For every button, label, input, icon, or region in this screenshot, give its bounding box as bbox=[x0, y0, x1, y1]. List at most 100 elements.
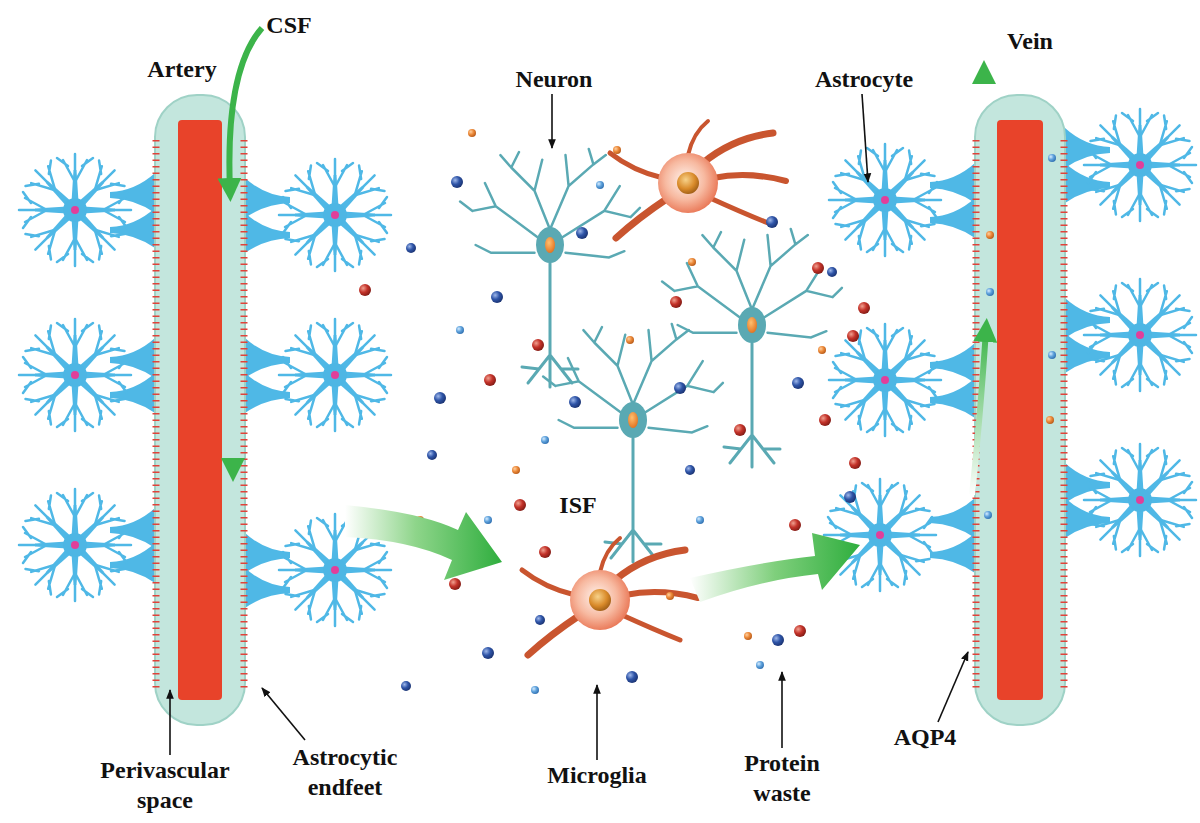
part-label: AQP4 bbox=[880, 722, 970, 752]
waste-particle bbox=[427, 450, 437, 460]
leader-lines bbox=[170, 94, 968, 760]
waste-particle bbox=[666, 592, 674, 600]
astrocyte bbox=[279, 319, 391, 431]
endfoot bbox=[110, 508, 155, 548]
astrocyte bbox=[1084, 109, 1196, 221]
astrocytic-endfeet bbox=[110, 128, 1110, 608]
waste-particle bbox=[744, 632, 752, 640]
waste-particle bbox=[539, 546, 551, 558]
leader-line bbox=[169, 690, 171, 755]
waste-particle bbox=[532, 339, 544, 351]
astrocyte bbox=[829, 144, 941, 256]
vein-vessel bbox=[997, 120, 1043, 700]
csf-inflow-arrow bbox=[229, 28, 262, 190]
waste-particle bbox=[434, 392, 446, 404]
waste-particle bbox=[406, 243, 416, 253]
waste-particle bbox=[670, 296, 682, 308]
waste-particle bbox=[512, 466, 520, 474]
waste-particle bbox=[819, 414, 831, 426]
waste-particle bbox=[1046, 416, 1054, 424]
waste-particle bbox=[535, 615, 545, 625]
waste-particle bbox=[696, 516, 704, 524]
venous-outflow-arrow bbox=[981, 72, 987, 300]
waste-particle bbox=[792, 377, 804, 389]
waste-particle bbox=[491, 291, 503, 303]
waste-particle bbox=[1048, 154, 1056, 162]
artery-vessel bbox=[178, 120, 222, 700]
waste-particle bbox=[569, 396, 581, 408]
protein-waste-particles bbox=[359, 129, 1056, 694]
part-label: Vein bbox=[992, 26, 1068, 56]
waste-particle bbox=[482, 647, 494, 659]
waste-particle bbox=[984, 511, 992, 519]
endfoot bbox=[110, 373, 155, 413]
waste-particle bbox=[766, 216, 778, 228]
waste-particle bbox=[818, 346, 826, 354]
waste-particle bbox=[359, 284, 371, 296]
leader-line bbox=[596, 685, 598, 760]
part-label: Astrocyte bbox=[795, 64, 933, 94]
endfoot bbox=[110, 543, 155, 583]
part-label: ISF bbox=[548, 490, 608, 520]
astrocyte bbox=[1084, 279, 1196, 391]
waste-particle bbox=[827, 267, 837, 277]
waste-particle bbox=[626, 671, 638, 683]
perivenous-flow-arrow bbox=[972, 330, 986, 495]
endfoot bbox=[110, 338, 155, 378]
part-label: Perivascular space bbox=[75, 755, 255, 815]
endfoot bbox=[930, 533, 975, 573]
part-label: Artery bbox=[132, 54, 232, 84]
leader-line bbox=[551, 94, 553, 148]
astrocyte bbox=[19, 319, 131, 431]
waste-particle bbox=[531, 686, 539, 694]
waste-particle bbox=[812, 262, 824, 274]
microglia bbox=[522, 538, 698, 655]
waste-particle bbox=[986, 288, 994, 296]
waste-particle bbox=[596, 181, 604, 189]
microglia bbox=[610, 121, 786, 238]
endfoot bbox=[930, 498, 975, 538]
waste-particle bbox=[772, 634, 784, 646]
waste-particle bbox=[613, 146, 621, 154]
waste-particle bbox=[514, 499, 526, 511]
aqp4-row bbox=[241, 140, 248, 690]
part-label: Microglia bbox=[530, 760, 664, 790]
waste-particle bbox=[674, 382, 686, 394]
csf-to-isf-arrow bbox=[345, 505, 502, 580]
waste-particle bbox=[468, 129, 476, 137]
waste-particle bbox=[688, 258, 696, 266]
aqp4-row bbox=[153, 140, 160, 690]
aqp4-channels bbox=[156, 140, 1064, 690]
waste-particle bbox=[401, 681, 411, 691]
periarterial-flow-arrow bbox=[230, 290, 236, 470]
part-label: Neuron bbox=[498, 64, 610, 94]
waste-particle bbox=[1048, 351, 1056, 359]
waste-particle bbox=[449, 578, 461, 590]
waste-particle bbox=[844, 491, 856, 503]
leader-line bbox=[938, 652, 968, 722]
isf-to-vein-arrow bbox=[690, 533, 860, 602]
waste-particle bbox=[451, 176, 463, 188]
leader-line bbox=[262, 688, 305, 740]
astrocyte bbox=[1084, 444, 1196, 556]
astrocyte bbox=[829, 324, 941, 436]
waste-particle bbox=[794, 625, 806, 637]
astrocytes bbox=[19, 109, 1196, 626]
waste-particle bbox=[734, 424, 746, 436]
astrocyte bbox=[279, 159, 391, 271]
part-label: Protein waste bbox=[722, 748, 842, 808]
part-label: CSF bbox=[258, 10, 320, 40]
leader-line bbox=[862, 94, 868, 182]
neuron bbox=[460, 149, 640, 387]
endfoot bbox=[110, 208, 155, 248]
waste-particle bbox=[626, 336, 634, 344]
vein-perivascular-space bbox=[975, 95, 1065, 725]
waste-particle bbox=[849, 457, 861, 469]
neuron bbox=[543, 324, 723, 562]
waste-particle bbox=[685, 465, 695, 475]
waste-particle bbox=[484, 516, 492, 524]
waste-particle bbox=[756, 661, 764, 669]
waste-particle bbox=[541, 436, 549, 444]
